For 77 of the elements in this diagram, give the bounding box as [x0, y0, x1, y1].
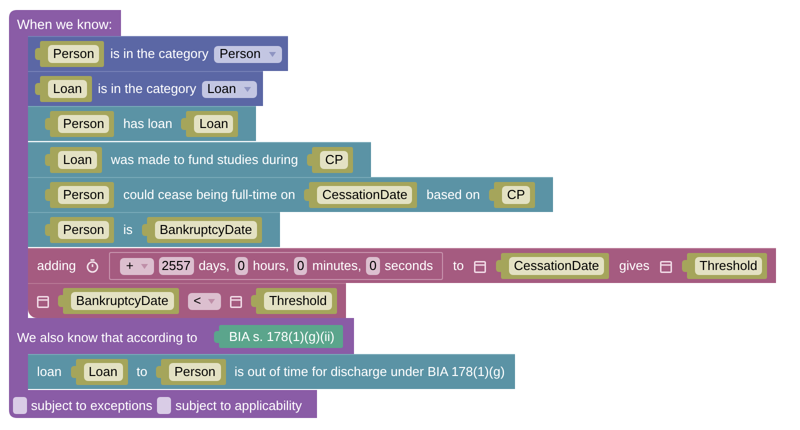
variable-name-field: Loan	[194, 115, 234, 133]
dropdown-value: <	[194, 292, 202, 310]
variable-name-field: Loan	[84, 363, 122, 381]
number-field: 0	[234, 257, 248, 275]
date-block	[28, 283, 346, 318]
variable-name-field: BankruptcyDate	[71, 292, 174, 310]
variable-block	[496, 253, 610, 279]
dropdown-value: Loan	[207, 80, 236, 98]
block-heading: When we know:	[17, 16, 112, 34]
variable-name-field: Threshold	[264, 292, 332, 310]
variable-name-field: Person	[58, 115, 110, 133]
variable-block	[488, 182, 536, 208]
variable-block	[682, 253, 768, 279]
variable-name-field: Person	[58, 221, 110, 239]
variable-name-field: CessationDate	[317, 186, 412, 204]
block-text: based on	[426, 186, 480, 204]
variable-block	[142, 217, 262, 243]
variable-name-field: CessationDate	[508, 257, 604, 275]
variable-name-field: CP	[502, 186, 530, 204]
variable-block	[304, 182, 418, 208]
block-text: has loan	[123, 115, 172, 134]
variable-block	[45, 147, 102, 173]
block-text: is in the category	[110, 45, 208, 64]
duration-block	[109, 252, 444, 280]
variable-block	[45, 111, 114, 137]
block-text: to	[453, 257, 464, 276]
category-block	[28, 36, 288, 71]
block-text: minutes,	[312, 257, 362, 276]
variable-name-field: Loan	[48, 80, 87, 98]
variable-name-field: Loan	[58, 151, 97, 169]
checkbox-label: subject to exceptions	[31, 397, 152, 415]
block-text: was made to fund studies during	[110, 151, 298, 170]
block-text: is in the category	[98, 80, 196, 98]
number-field: 2557	[158, 257, 194, 275]
block-text: days,	[198, 257, 230, 276]
category-block	[28, 71, 264, 106]
dropdown-field	[214, 46, 282, 62]
dropdown-field	[120, 258, 154, 274]
variable-block	[58, 288, 178, 314]
variable-block	[35, 76, 92, 102]
variable-block	[181, 111, 238, 137]
block-text: adding	[37, 257, 76, 276]
block-text: is	[123, 221, 133, 240]
dropdown-value: Person	[219, 45, 261, 64]
statement-block	[28, 354, 515, 389]
statement-block	[28, 106, 256, 141]
dropdown-field	[188, 292, 222, 310]
block-text: seconds	[384, 257, 434, 276]
dropdown-field	[202, 80, 258, 98]
variable-block	[156, 359, 226, 385]
variable-block	[307, 147, 354, 173]
block-text: hours,	[252, 257, 290, 276]
variable-block	[251, 288, 337, 314]
variable-name-field: CP	[320, 151, 348, 169]
variable-name-field: Threshold	[694, 257, 762, 275]
statement-block	[28, 212, 280, 247]
statement-block	[28, 177, 554, 212]
block-text: gives	[619, 257, 650, 276]
variable-name-field: Person	[169, 363, 221, 381]
block-text: is out of time for discharge under BIA 178(1)(g)	[234, 363, 505, 382]
variable-block	[35, 41, 104, 67]
variable-name-field: Person	[58, 186, 110, 204]
variable-block	[70, 359, 128, 385]
number-field: 0	[366, 257, 380, 275]
block-text: could cease being full-time on	[123, 186, 296, 204]
block-text: loan	[37, 363, 62, 382]
checkbox-label: subject to applicability	[175, 397, 302, 415]
variable-name-field: BankruptcyDate	[154, 221, 258, 239]
variable-block	[45, 182, 114, 208]
number-field: 0	[294, 257, 308, 275]
block-text: to	[136, 363, 148, 382]
date-block	[28, 248, 776, 283]
statement-block	[28, 142, 372, 177]
variable-block	[45, 217, 114, 243]
dropdown-value: +	[126, 257, 134, 276]
block-text: We also know that according to	[17, 329, 198, 347]
variable-name-field: Person	[48, 45, 100, 63]
